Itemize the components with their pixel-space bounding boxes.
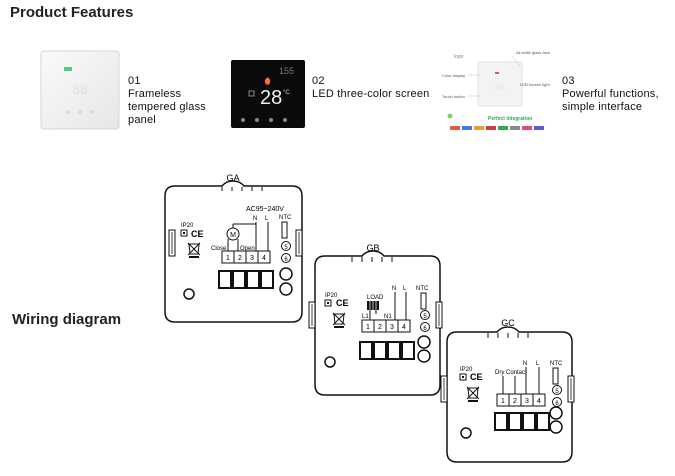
gc-terminal: 2 — [513, 398, 517, 405]
screen-unit-text: °C — [283, 90, 290, 96]
gb-ntc-label: NTC — [416, 286, 429, 292]
diagram-label-lcd-light: LCD screen light — [520, 82, 550, 87]
ga-ip-label: IP20 — [181, 223, 194, 229]
product-features-title: Product Features — [10, 4, 134, 21]
gc-terminal: 3 — [525, 398, 529, 405]
ga-motor-label: M — [230, 232, 236, 239]
led-screen-image: 155 28 °C — [231, 60, 305, 133]
gc-ip-label: IP20 — [460, 367, 473, 373]
gc-dry-contact-label: Dry Contact — [495, 370, 527, 376]
ga-label: GA — [226, 173, 239, 183]
screen-temp-text: 28 — [260, 87, 282, 109]
gb-n1-label: N1 — [384, 314, 392, 320]
gc-ntc-terminal: 5 — [555, 389, 559, 395]
ga-ntc-terminal: 5 — [284, 245, 288, 251]
gc-terminal: 1 — [501, 398, 505, 405]
diagram-label-banner: Perfect integration — [488, 116, 532, 122]
wiring-ga: GA IP20 CE AC95~240V N L NTC M Close Ope… — [164, 173, 303, 323]
wiring-gc: GC IP20 CE Dry Contact N L NTC 1 2 3 4 5… — [440, 318, 575, 463]
gc-label: GC — [501, 318, 515, 328]
feature-3-text: 03 Powerful functions, simple interface — [562, 75, 659, 113]
gb-load-label: LOAD — [367, 295, 384, 301]
svg-text:logo: logo — [454, 54, 464, 60]
ga-terminal: 2 — [238, 255, 242, 262]
flame-icon — [264, 77, 271, 85]
diagram-label-color-display: Color display — [442, 73, 465, 78]
gb-terminal: 4 — [402, 324, 406, 331]
ga-terminal: 4 — [262, 255, 266, 262]
gb-ip-label: IP20 — [325, 293, 338, 299]
ga-terminal: 3 — [250, 255, 254, 262]
gc-n-label: N — [523, 361, 527, 367]
ga-open-label: Open — [240, 246, 255, 252]
ga-close-label: Close — [211, 246, 227, 252]
gb-terminal: 3 — [390, 324, 394, 331]
gb-ntc-terminal: 6 — [423, 326, 427, 332]
feature-2-text: 02 LED three-color screen — [312, 75, 430, 100]
ga-terminal: 1 — [226, 255, 230, 262]
gc-ntc-terminal: 6 — [555, 401, 559, 407]
gc-terminal: 4 — [537, 398, 541, 405]
diagram-label-glass-face: All white glass face — [516, 50, 551, 55]
ga-ntc-terminal: 6 — [284, 257, 288, 263]
ga-voltage-label: AC95~240V — [246, 206, 284, 213]
gc-ce-mark: CE — [470, 372, 483, 382]
svg-text:88: 88 — [496, 83, 505, 92]
status-led-icon — [64, 67, 72, 71]
gb-l-label: L — [403, 286, 407, 292]
ga-ntc-label: NTC — [279, 215, 292, 221]
ga-l-label: L — [265, 216, 269, 222]
gc-ntc-label: NTC — [550, 361, 563, 367]
gb-ce-mark: CE — [336, 298, 349, 308]
ga-ce-mark: CE — [191, 229, 204, 239]
feature-1-text: 01 Frameless tempered glass panel — [128, 75, 207, 126]
interface-diagram-image: logo 88 Color display Touch button All w… — [440, 48, 552, 141]
svg-text:88: 88 — [73, 82, 87, 97]
gb-label: GB — [366, 243, 379, 253]
diagram-label-touch-button: Touch button — [442, 94, 465, 99]
gb-n-label: N — [392, 286, 396, 292]
wiring-diagram-title: Wiring diagram — [12, 311, 122, 328]
gc-l-label: L — [536, 361, 540, 367]
white-glass-panel-image: 88 — [40, 50, 120, 135]
gb-l1-label: L1 — [362, 314, 369, 320]
gb-ntc-terminal: 5 — [423, 314, 427, 320]
screen-time-text: 155 — [279, 66, 294, 76]
wiring-gb: GB IP20 CE LOAD L1 N1 N L NTC 1 2 3 4 5 … — [308, 243, 443, 396]
gb-terminal: 2 — [378, 324, 382, 331]
ga-n-label: N — [253, 216, 257, 222]
gb-terminal: 1 — [366, 324, 370, 331]
